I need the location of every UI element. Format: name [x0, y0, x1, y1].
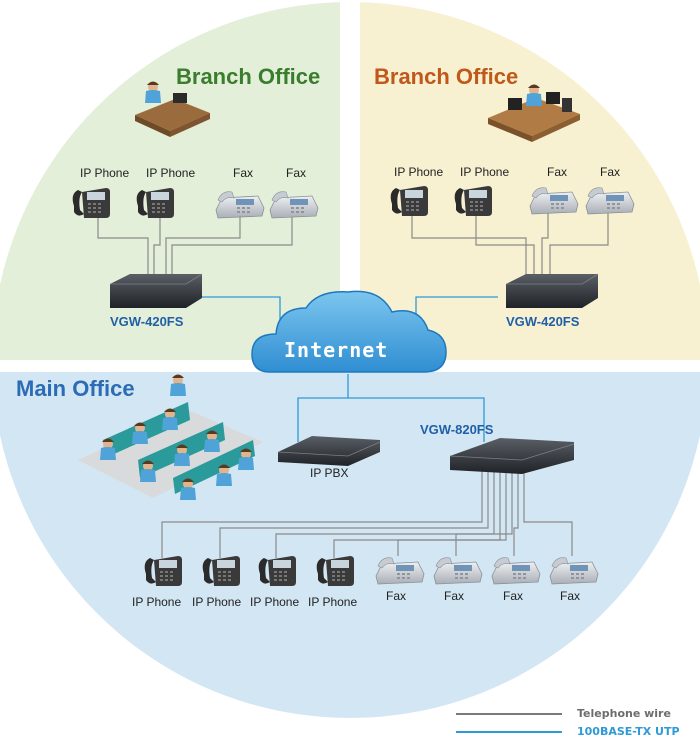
phone-label: Fax — [600, 165, 621, 179]
legend-utp-label: 100BASE-TX UTP — [577, 725, 680, 738]
ip-phone-icon — [72, 188, 110, 218]
ip-pbx-device — [277, 436, 381, 466]
vgw-420fs-left-label: VGW-420FS — [110, 314, 184, 329]
ip-phone-icon — [202, 556, 240, 586]
phone-label: Fax — [286, 166, 307, 180]
phone-label: Fax — [560, 589, 581, 603]
ip-phone-icon — [316, 556, 354, 586]
phone-label: Fax — [233, 166, 254, 180]
vgw-820fs-device — [449, 438, 575, 474]
main-office-title: Main Office — [16, 376, 135, 401]
phone-label: IP Phone — [146, 166, 196, 180]
phone-label: IP Phone — [80, 166, 130, 180]
phone-label: IP Phone — [308, 595, 358, 609]
phone-label: IP Phone — [192, 595, 242, 609]
phone-label: IP Phone — [132, 595, 182, 609]
ip-pbx-label: IP PBX — [310, 466, 349, 480]
phone-label: Fax — [386, 589, 407, 603]
phone-label: IP Phone — [394, 165, 444, 179]
phone-label: IP Phone — [460, 165, 510, 179]
internet-label: Internet — [284, 338, 389, 362]
vgw-420fs-right-label: VGW-420FS — [506, 314, 580, 329]
ip-phone-icon — [258, 556, 296, 586]
main-office-illustration — [78, 374, 263, 500]
vgw-420fs-right-device — [506, 273, 599, 308]
phone-label: IP Phone — [250, 595, 300, 609]
branch-left-title: Branch Office — [176, 64, 321, 89]
telephone-wires — [97, 212, 609, 558]
ip-phone-icon — [144, 556, 182, 586]
phone-label: Fax — [547, 165, 568, 179]
utp-cables — [196, 296, 498, 442]
phone-label: Fax — [444, 589, 465, 603]
vgw-420fs-left-device — [110, 273, 203, 308]
ip-phone-icon — [454, 186, 492, 216]
phone-label: Fax — [503, 589, 524, 603]
vgw-820fs-label: VGW-820FS — [420, 422, 494, 437]
internet-cloud — [251, 290, 447, 373]
ip-phone-icon — [136, 188, 174, 218]
legend-telephone-wire-label: Telephone wire — [577, 707, 671, 720]
branch-left-office-illustration — [135, 81, 210, 137]
branch-right-title: Branch Office — [374, 64, 519, 89]
branch-right-office-illustration — [488, 84, 580, 142]
ip-phone-icon — [390, 186, 428, 216]
